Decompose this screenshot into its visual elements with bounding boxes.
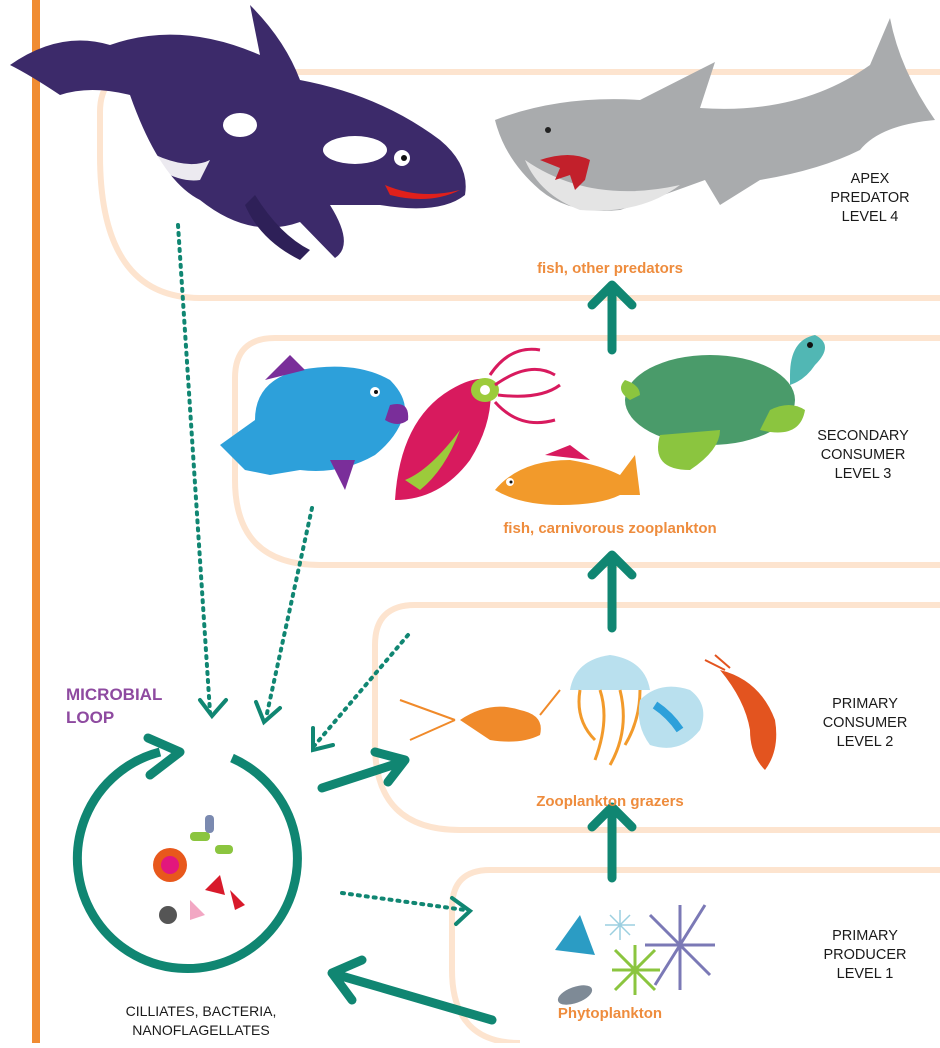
microbial-caption: CILLIATES, BACTERIA, NANOFLAGELLATES [101, 1002, 301, 1040]
group-label-level-3: fish, carnivorous zooplankton [460, 520, 760, 537]
level-1-line-3: LEVEL 1 [795, 965, 935, 984]
level-3-line-3: LEVEL 3 [793, 465, 933, 484]
jellyfish-icon [570, 655, 650, 765]
microbial-loop-title-line-1: MICROBIAL [66, 683, 162, 706]
level-label-1: PRIMARY PRODUCER LEVEL 1 [795, 927, 935, 984]
dotted-arrow [315, 635, 408, 745]
level-label-2: PRIMARY CONSUMER LEVEL 2 [795, 695, 935, 752]
level-label-4: APEX PREDATOR LEVEL 4 [800, 170, 940, 227]
level-label-3: SECONDARY CONSUMER LEVEL 3 [793, 427, 933, 484]
group-label-level-1: Phytoplankton [530, 1005, 690, 1022]
group-label-level-4: fish, other predators [460, 260, 760, 277]
microbe-icon [153, 815, 245, 924]
fish-icon [495, 445, 640, 505]
microbial-loop-title: MICROBIAL LOOP [66, 683, 162, 729]
shrimp-icon [705, 655, 776, 770]
level-4-line-1: APEX [800, 170, 940, 189]
zooplankton-icon [400, 690, 560, 742]
level-4-line-2: PREDATOR [800, 189, 940, 208]
level-2-line-2: CONSUMER [795, 714, 935, 733]
microbial-loop-title-line-2: LOOP [66, 706, 162, 729]
jellyfish-icon [639, 687, 704, 748]
level-1-line-2: PRODUCER [795, 946, 935, 965]
level-1-line-1: PRIMARY [795, 927, 935, 946]
level-3-line-2: CONSUMER [793, 446, 933, 465]
fish-icon [220, 355, 408, 490]
trophic-arrow [322, 752, 405, 788]
group-label-level-2: Zooplankton grazers [460, 793, 760, 810]
level-2-line-3: LEVEL 2 [795, 733, 935, 752]
level-4-line-3: LEVEL 4 [800, 208, 940, 227]
dotted-arrow [342, 893, 465, 910]
left-border-bar [32, 0, 40, 1043]
microbial-caption-line-1: CILLIATES, BACTERIA, [101, 1002, 301, 1021]
trophic-arrow [332, 960, 492, 1020]
trophic-arrow [592, 555, 632, 628]
orca-icon [10, 5, 466, 260]
level-3-line-1: SECONDARY [793, 427, 933, 446]
microbial-caption-line-2: NANOFLAGELLATES [101, 1021, 301, 1040]
level-2-line-1: PRIMARY [795, 695, 935, 714]
dotted-arrow [266, 508, 312, 718]
phytoplankton-icon [555, 905, 715, 1009]
microbial-loop-circle [77, 752, 297, 969]
dotted-arrowhead [200, 700, 226, 716]
